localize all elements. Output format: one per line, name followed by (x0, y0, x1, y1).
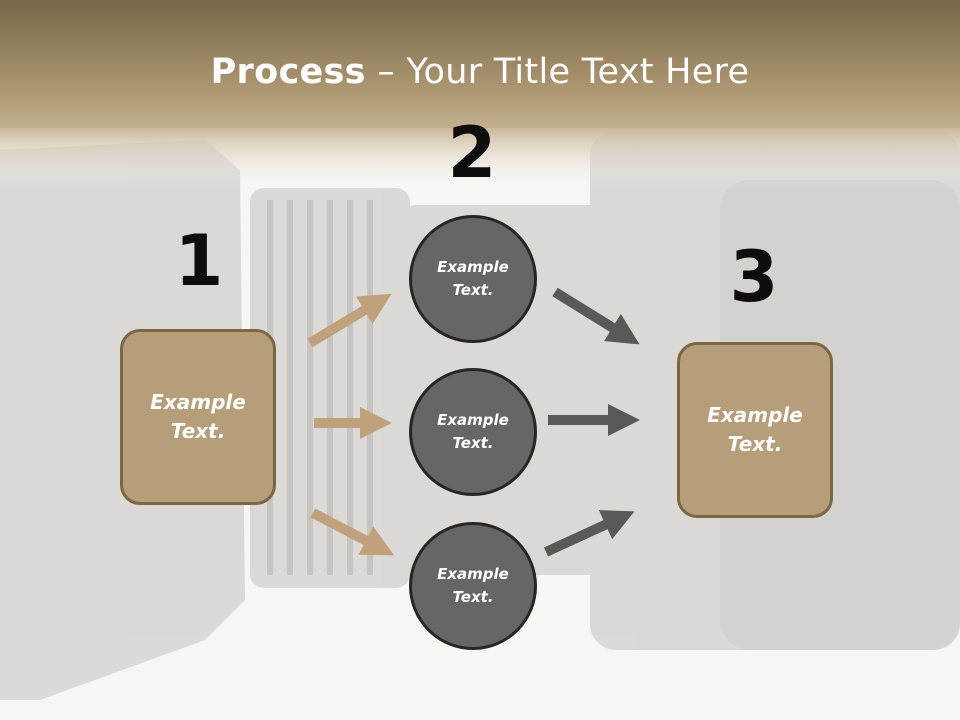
arrow-step1-to-bottom (310, 508, 395, 556)
step-3-box-text: Example Text. (707, 403, 803, 456)
step-3-box: Example Text. (677, 342, 833, 518)
step-2-circle-top: Example Text. (409, 215, 537, 343)
step-2-circle-top-text: Example Text. (437, 258, 509, 299)
step-number-3: 3 (729, 236, 779, 318)
step-2-circle-middle-text: Example Text. (437, 411, 509, 452)
arrow-top-to-step3 (552, 287, 640, 345)
step-number-1: 1 (174, 220, 224, 302)
step-2-circle-bottom: Example Text. (409, 522, 537, 650)
step-2-circle-middle: Example Text. (409, 368, 537, 496)
arrow-step1-to-top (307, 293, 392, 348)
title-bold-part: Process (210, 52, 366, 92)
arrow-bottom-to-step3 (543, 510, 635, 557)
title-rest-part: – Your Title Text Here (365, 52, 750, 92)
step-number-2: 2 (447, 112, 497, 194)
step-1-box-text: Example Text. (150, 390, 246, 443)
step-2-circle-bottom-text: Example Text. (437, 565, 509, 606)
step-1-box: Example Text. (120, 329, 276, 505)
slide-title: Process – Your Title Text Here (0, 52, 960, 92)
